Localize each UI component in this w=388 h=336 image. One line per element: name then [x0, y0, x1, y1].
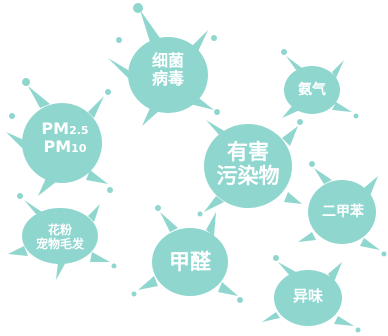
splat-bacteria: [108, 3, 220, 126]
label-center-harmful-pollutants: 有害 污染物: [204, 140, 292, 188]
splat-formaldehyde: [131, 205, 243, 303]
label-pm: PM2.5 PM10: [30, 119, 100, 157]
label-odor: 异味: [286, 287, 330, 305]
label-ammonia: 氨气: [292, 82, 332, 98]
label-formaldehyde: 甲醛: [160, 250, 220, 274]
splat-odor: [262, 255, 361, 333]
formaldehyde-text: 甲醛: [169, 250, 211, 274]
label-pollen-pet-hair: 花粉 宠物毛发: [24, 223, 96, 252]
label-xylene: 二甲苯: [316, 204, 370, 220]
pm25-line: PM2.5: [41, 119, 89, 138]
bacteria-line2: 病毒: [151, 69, 184, 89]
center-line2: 污染物: [216, 164, 280, 189]
splat-pm: [6, 78, 113, 196]
ammonia-text: 氨气: [298, 82, 326, 98]
splat-xylene: [298, 161, 387, 257]
label-bacteria-virus: 细菌 病毒: [138, 51, 198, 89]
splat-pollen: [8, 193, 117, 280]
xylene-text: 二甲苯: [322, 204, 364, 220]
splat-ammonia: [281, 49, 359, 119]
pm10-line: PM10: [43, 137, 87, 157]
splat-center: [197, 119, 303, 217]
pollen-line1: 花粉: [47, 223, 72, 237]
pollen-line2: 宠物毛发: [35, 236, 84, 251]
bacteria-line1: 细菌: [151, 51, 184, 70]
odor-text: 异味: [292, 287, 323, 305]
center-line1: 有害: [227, 140, 269, 164]
